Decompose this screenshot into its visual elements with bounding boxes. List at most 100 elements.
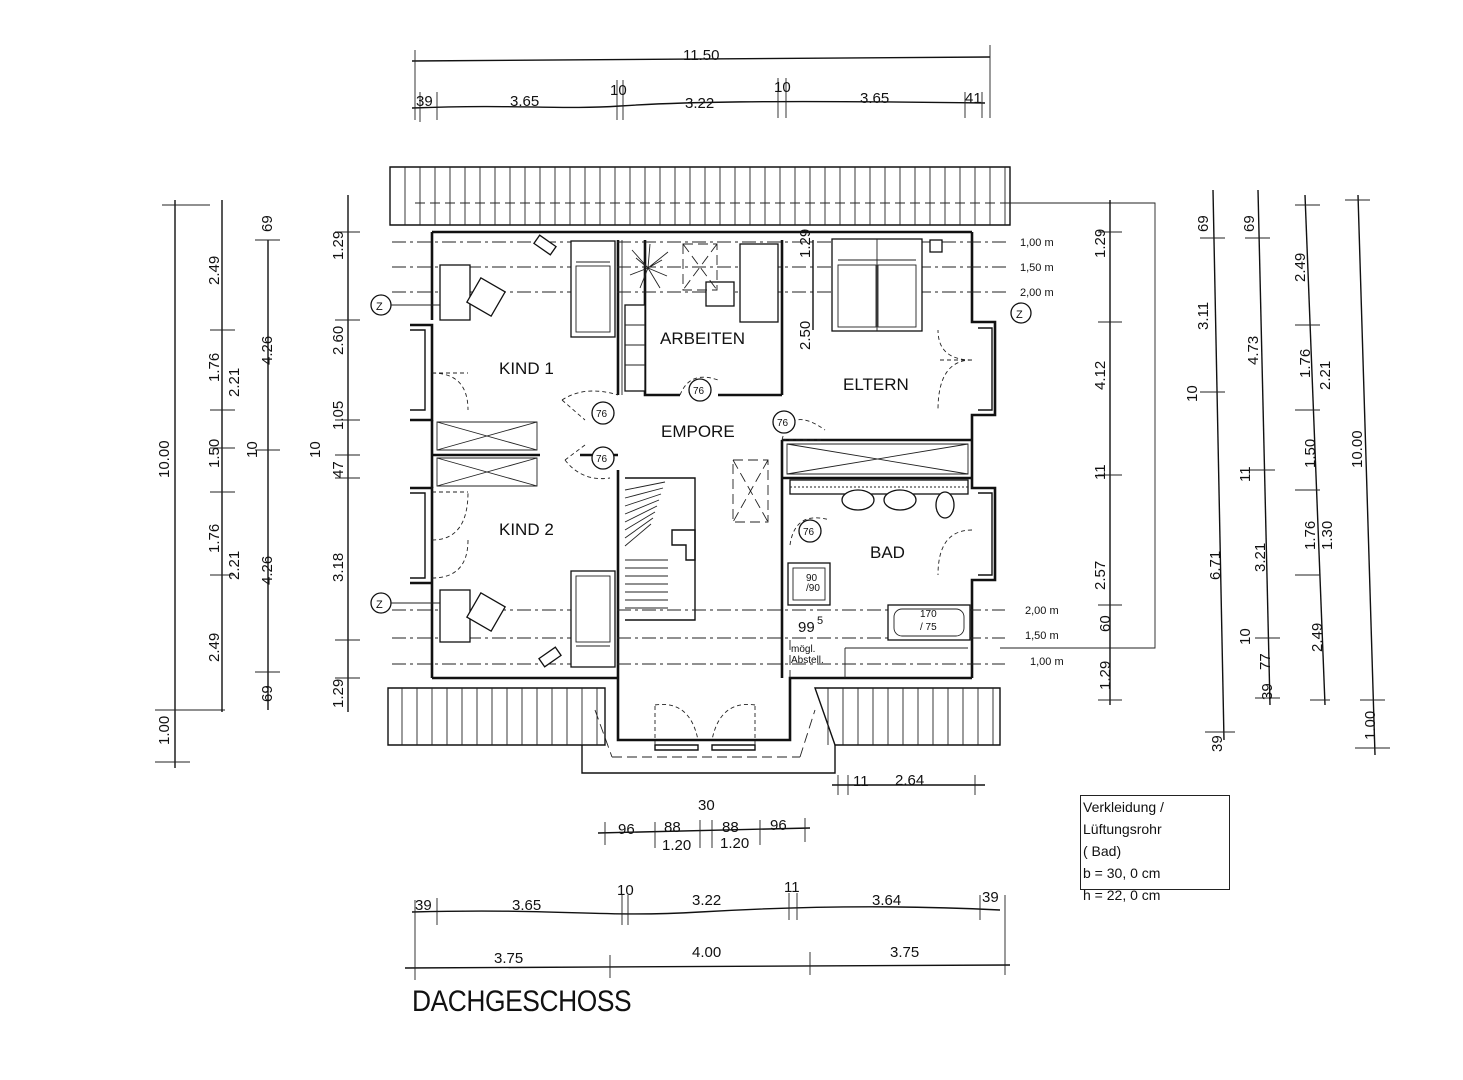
roof-bottom: [387, 687, 1001, 774]
height-label: 1,00 m: [1020, 237, 1054, 249]
room-label-eltern: ELTERN: [843, 375, 909, 394]
door-tag-label: 76: [596, 454, 608, 465]
dim-top-seg: 39: [416, 93, 433, 110]
dimension-label: 11: [1092, 464, 1109, 480]
dimension-label: 1.20: [662, 837, 691, 854]
roof-top: [389, 166, 1156, 649]
desk-kind2: [439, 589, 471, 643]
dimension-label: 69: [1241, 215, 1258, 232]
dimension-label: 2.21: [226, 551, 243, 580]
desk-kind1: [439, 264, 471, 321]
dimension-label: 3.75: [494, 950, 523, 967]
door-tag: [591, 401, 615, 425]
dimension-label: 1.29: [330, 679, 347, 708]
dimension-label: 60: [1097, 615, 1114, 632]
dim-top-seg: 41: [965, 90, 982, 107]
dimension-label: 39: [1259, 683, 1276, 700]
chair-kind2: [465, 591, 507, 633]
dim-top-seg: 10: [610, 82, 627, 99]
shelf-arbeiten: [624, 304, 646, 392]
door-tag-label: 76: [693, 386, 705, 397]
dimension-label: 1.05: [330, 401, 347, 430]
chair-kind1: [465, 276, 507, 318]
dimension-label: 1.50: [1302, 439, 1319, 468]
note-line: b = 30, 0 cm: [1083, 865, 1161, 881]
room-label-kind1: KIND 1: [499, 359, 554, 378]
dimension-label: 4.26: [259, 336, 276, 365]
dimension-label: 1.29: [330, 231, 347, 260]
door-tag-label: 76: [777, 418, 789, 429]
dimension-label: 47: [330, 461, 347, 478]
door-tag-label: 76: [596, 409, 608, 420]
dimension-label: 96: [618, 821, 635, 838]
bed-kind1: [570, 240, 616, 338]
dimension-label: 6.71: [1207, 551, 1224, 580]
ventilation-note: Verkleidung / Lüftungsrohr ( Bad) b = 30…: [1080, 795, 1230, 903]
shower-size: /90: [806, 583, 820, 594]
dimension-label: 69: [259, 685, 276, 702]
dimension-label: 10: [617, 882, 634, 899]
dimension-label: 3.64: [872, 892, 901, 909]
dimension-label: 1.50: [206, 439, 223, 468]
dimension-label: 10.00: [1349, 430, 1366, 468]
dimension-label: 2.49: [206, 256, 223, 285]
bathtub-size: / 75: [920, 622, 937, 633]
dimension-label: 1.29: [1092, 229, 1109, 258]
dimension-label: 1.76: [1302, 521, 1319, 550]
door-tags: 76 76 76 76 76 Z Z Z: [370, 294, 1032, 614]
dimension-label: 30: [698, 797, 715, 814]
dim-top-seg: 3.65: [510, 93, 539, 110]
dimension-label: 2.64: [895, 772, 924, 789]
dim-top-seg: 3.22: [685, 95, 714, 112]
chimney-tag: [1010, 302, 1032, 324]
dimension-label: 2.21: [226, 368, 243, 397]
shower-size: 90: [806, 573, 818, 584]
dimension-label: 4.00: [692, 944, 721, 961]
note-line: Verkleidung / Lüftungsrohr: [1083, 799, 1164, 837]
dimension-label: 11: [784, 879, 800, 896]
doors: [431, 329, 973, 745]
walls: [410, 230, 997, 742]
left-dimension-chains: 10.001.002.491.761.501.762.492.21102.216…: [155, 195, 360, 768]
dimension-label: 2.57: [1092, 561, 1109, 590]
bathtub-size: 170: [920, 609, 937, 620]
dimension-label: 39: [1209, 735, 1226, 752]
chair-arbeiten: [705, 281, 735, 307]
dimension-label: 69: [1195, 215, 1212, 232]
room-label-empore: EMPORE: [661, 422, 735, 441]
chimney-tag-label: Z: [376, 599, 383, 611]
dimension-label: 11: [853, 773, 869, 790]
dimension-label: 3.11: [1195, 302, 1212, 330]
chimney-tag-label: Z: [376, 301, 383, 313]
dimension-label: 2.60: [330, 326, 347, 355]
dimension-label: 2.49: [1309, 623, 1326, 652]
desk-arbeiten: [739, 243, 779, 323]
dim-top-seg: 10: [774, 79, 791, 96]
dimension-label: 88: [722, 819, 739, 836]
dimension-label: 1.00: [156, 716, 173, 745]
shower: [787, 562, 831, 606]
dimension-label: 2.50: [797, 321, 814, 350]
dimension-label: 2.49: [206, 633, 223, 662]
bad-depth-sup: 5: [817, 615, 823, 627]
storage-label: Abstell.: [791, 655, 824, 666]
dimension-label: 10: [244, 441, 261, 458]
room-label-kind2: KIND 2: [499, 520, 554, 539]
dimension-label: 2.49: [1292, 253, 1309, 282]
dimension-label: 88: [664, 819, 681, 836]
dimension-label: 1.30: [1319, 521, 1336, 550]
height-label: 1,00 m: [1030, 656, 1064, 668]
dimension-label: 1.00: [1362, 711, 1379, 740]
dim-top-total: 11.50: [683, 47, 719, 64]
dimension-label: 10: [1184, 385, 1201, 402]
dim-top-seg: 3.65: [860, 90, 889, 107]
plan-title: DACHGESCHOSS: [412, 985, 632, 1018]
height-label: 1,50 m: [1025, 630, 1059, 642]
dimension-label: 77: [1257, 653, 1274, 670]
dimension-label: 1.76: [1297, 349, 1314, 378]
dimension-label: 1.76: [206, 524, 223, 553]
door-tag: [798, 519, 822, 543]
dimension-label: 39: [982, 889, 999, 906]
